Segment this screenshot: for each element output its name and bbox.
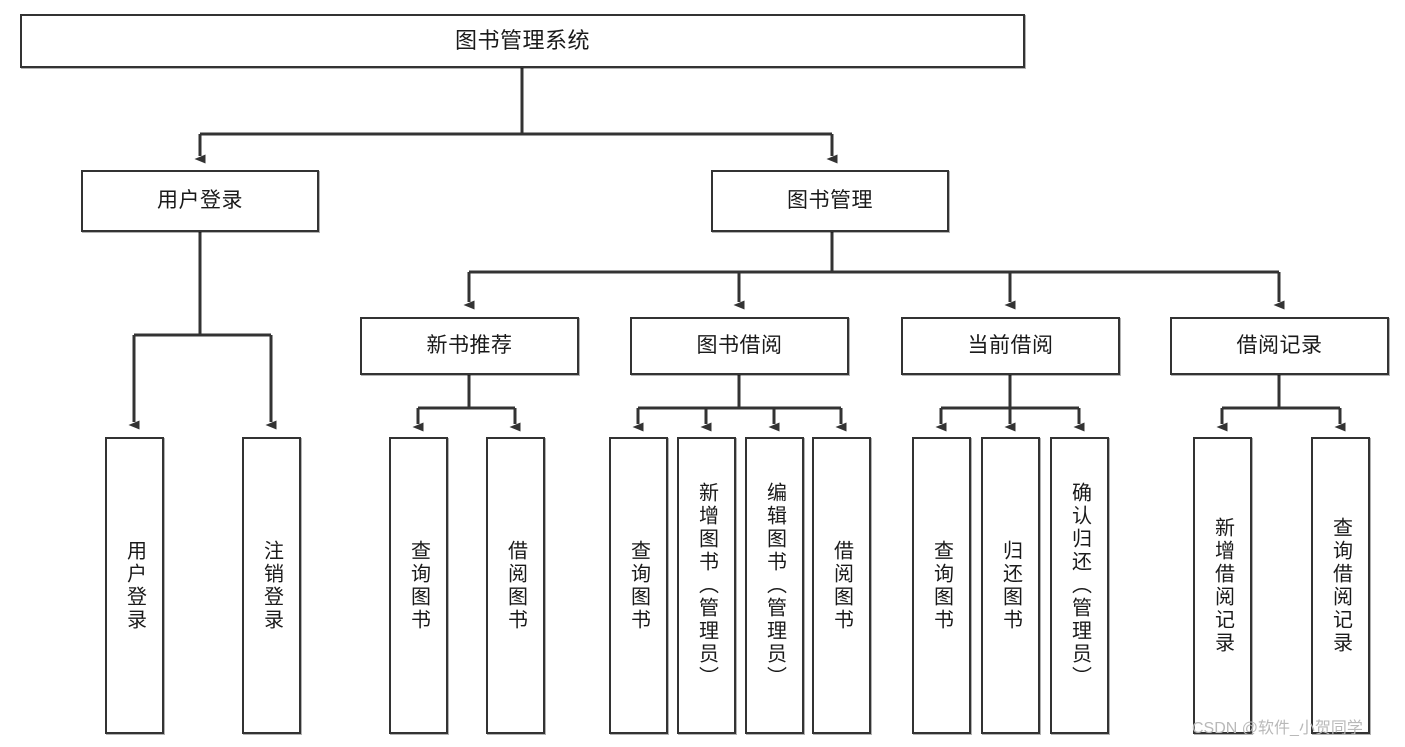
node-label: 图书借阅 (696, 334, 783, 358)
node-label: 用户登录 (157, 189, 243, 213)
node-book-management[interactable]: 图书管理 (711, 170, 949, 232)
leaf-query-book-recommend[interactable]: 查询图书 (389, 437, 448, 734)
leaf-borrow-book[interactable]: 借阅图书 (812, 437, 871, 734)
node-user-login[interactable]: 用户登录 (81, 170, 319, 232)
node-label: 编辑图书（管理员） (763, 482, 786, 689)
leaf-query-borrow-record[interactable]: 查询借阅记录 (1311, 437, 1370, 734)
node-label: 图书管理系统 (454, 27, 590, 53)
node-root-book-management-system[interactable]: 图书管理系统 (20, 14, 1025, 68)
node-label: 借阅记录 (1236, 334, 1323, 358)
leaf-query-book-current[interactable]: 查询图书 (912, 437, 971, 734)
node-label: 借阅图书 (504, 539, 527, 632)
leaf-return-book[interactable]: 归还图书 (981, 437, 1040, 734)
node-new-book-recommend[interactable]: 新书推荐 (360, 317, 579, 375)
node-label: 查询图书 (627, 539, 650, 632)
leaf-add-book-admin[interactable]: 新增图书（管理员） (677, 437, 736, 734)
leaf-logout[interactable]: 注销登录 (242, 437, 301, 734)
node-label: 归还图书 (999, 539, 1022, 632)
leaf-borrow-book-recommend[interactable]: 借阅图书 (486, 437, 545, 734)
node-label: 当前借阅 (967, 334, 1054, 358)
node-label: 查询借阅记录 (1329, 516, 1352, 655)
node-label: 新增借阅记录 (1211, 516, 1234, 655)
node-label: 借阅图书 (830, 539, 853, 632)
node-label: 查询图书 (930, 539, 953, 632)
leaf-confirm-return-admin[interactable]: 确认归还（管理员） (1050, 437, 1109, 734)
node-label: 图书管理 (787, 189, 873, 213)
node-label: 确认归还（管理员） (1068, 482, 1091, 689)
leaf-edit-book-admin[interactable]: 编辑图书（管理员） (745, 437, 804, 734)
node-label: 用户登录 (123, 539, 146, 632)
leaf-add-borrow-record[interactable]: 新增借阅记录 (1193, 437, 1252, 734)
leaf-query-book-borrow[interactable]: 查询图书 (609, 437, 668, 734)
node-borrow-record[interactable]: 借阅记录 (1170, 317, 1389, 375)
node-label: 新增图书（管理员） (695, 482, 718, 689)
node-label: 注销登录 (260, 539, 283, 632)
node-book-borrow[interactable]: 图书借阅 (630, 317, 849, 375)
node-label: 查询图书 (407, 539, 430, 632)
node-label: 新书推荐 (426, 334, 513, 358)
node-current-borrow[interactable]: 当前借阅 (901, 317, 1120, 375)
leaf-user-login[interactable]: 用户登录 (105, 437, 164, 734)
